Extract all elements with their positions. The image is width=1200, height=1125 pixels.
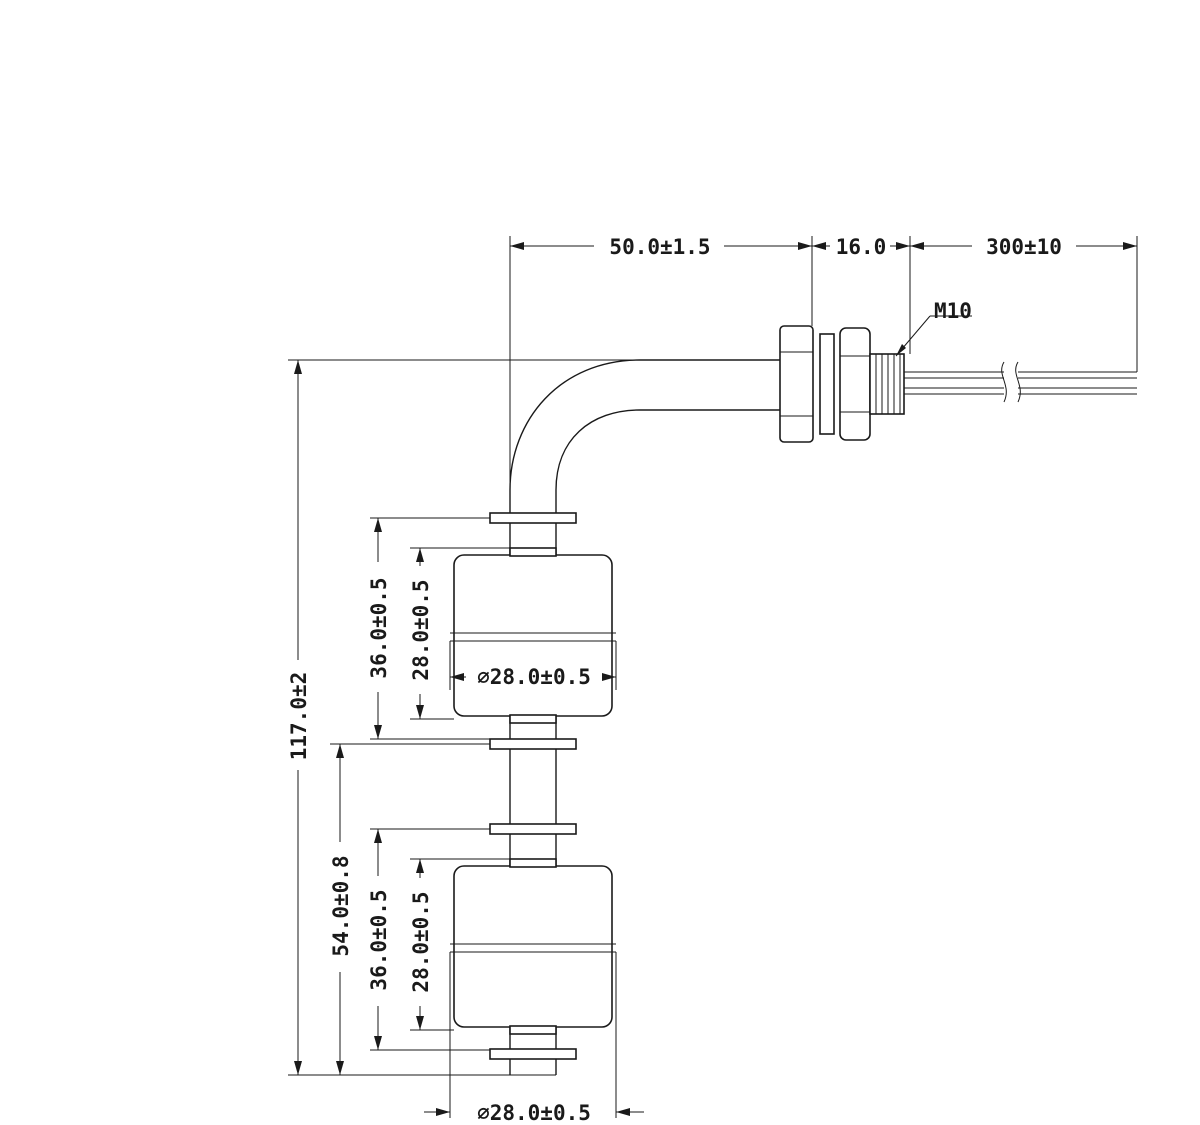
dim-total-length: 117.0±2 <box>287 672 311 761</box>
dim-thread-size: M10 <box>934 299 972 323</box>
bottom-diameter-dimension <box>424 952 644 1118</box>
dim-upper-float-height: 28.0±0.5 <box>409 579 433 680</box>
thread-lines <box>875 354 901 414</box>
dim-float-spacing: 54.0±0.8 <box>329 855 353 956</box>
upper-float <box>450 547 616 724</box>
lead-wires <box>904 361 1137 403</box>
dim-lower-stop-spacing: 36.0±0.5 <box>367 889 391 990</box>
dim-upper-stop-spacing: 36.0±0.5 <box>367 577 391 678</box>
dim-bottom-diameter: ⌀28.0±0.5 <box>477 1101 591 1125</box>
lower-float <box>450 858 616 1035</box>
dim-lower-float-height: 28.0±0.5 <box>409 891 433 992</box>
mounting-fitting <box>779 325 905 443</box>
dim-fitting-length: 16.0 <box>836 235 887 259</box>
thread-callout <box>895 315 972 357</box>
dim-upper-float-diameter: ⌀28.0±0.5 <box>477 665 591 689</box>
dim-lead-wire-length: 300±10 <box>986 235 1062 259</box>
dim-horizontal-arm: 50.0±1.5 <box>609 235 710 259</box>
